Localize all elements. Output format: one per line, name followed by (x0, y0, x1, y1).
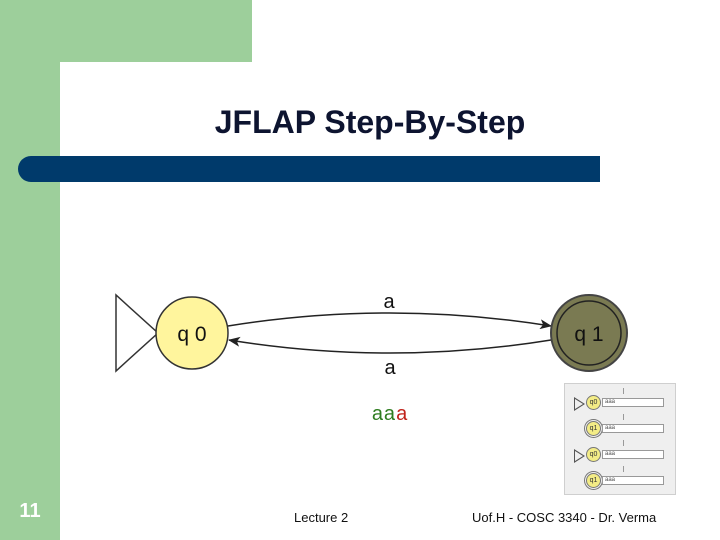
state-q1-label: q 1 (574, 323, 603, 346)
state-q0[interactable] (155, 296, 229, 370)
footer-lecture: Lecture 2 (294, 510, 349, 525)
input-consumed: aa (371, 403, 397, 425)
thumbnail-row: q0 aaa (565, 440, 677, 470)
title-underline-bar (18, 156, 600, 182)
state-q0-label: q 0 (177, 323, 206, 346)
transition-q0-q1-label: a (383, 291, 395, 313)
decor-green-left (0, 0, 60, 540)
thumbnail-tick (623, 466, 624, 472)
thumbnail-tape: aaa (602, 450, 664, 459)
thumbnail-tick (623, 388, 624, 394)
slide-number: 11 (19, 500, 41, 522)
simulation-thumbnail: q0 aaa q1 aaa q0 aaa q1 aaa (564, 383, 676, 495)
input-current-symbol: a (396, 403, 409, 425)
footer-course: Uof.H - COSC 3340 - Dr. Verma (472, 510, 657, 525)
thumbnail-initial-marker (574, 449, 585, 463)
thumbnail-state: q0 (586, 447, 601, 462)
thumbnail-state: q1 (586, 473, 601, 488)
thumbnail-row: q0 aaa (565, 388, 677, 418)
state-q1-accept-ring (556, 300, 622, 366)
input-string: aaa (340, 403, 440, 426)
initial-state-marker (115, 293, 160, 373)
transition-q1-q0 (228, 336, 552, 354)
thumbnail-initial-marker (574, 397, 585, 411)
thumbnail-tape: aaa (602, 424, 664, 433)
thumbnail-tape: aaa (602, 398, 664, 407)
thumbnail-state: q0 (586, 395, 601, 410)
thumbnail-state: q1 (586, 421, 601, 436)
thumbnail-tick (623, 414, 624, 420)
slide-title: JFLAP Step-By-Step (214, 104, 526, 140)
thumbnail-tape: aaa (602, 476, 664, 485)
thumbnail-tick (623, 440, 624, 446)
thumbnail-row: q1 aaa (565, 466, 677, 496)
transition-q1-q0-label: a (384, 357, 396, 379)
transition-q0-q1 (227, 312, 552, 330)
thumbnail-row: q1 aaa (565, 414, 677, 444)
